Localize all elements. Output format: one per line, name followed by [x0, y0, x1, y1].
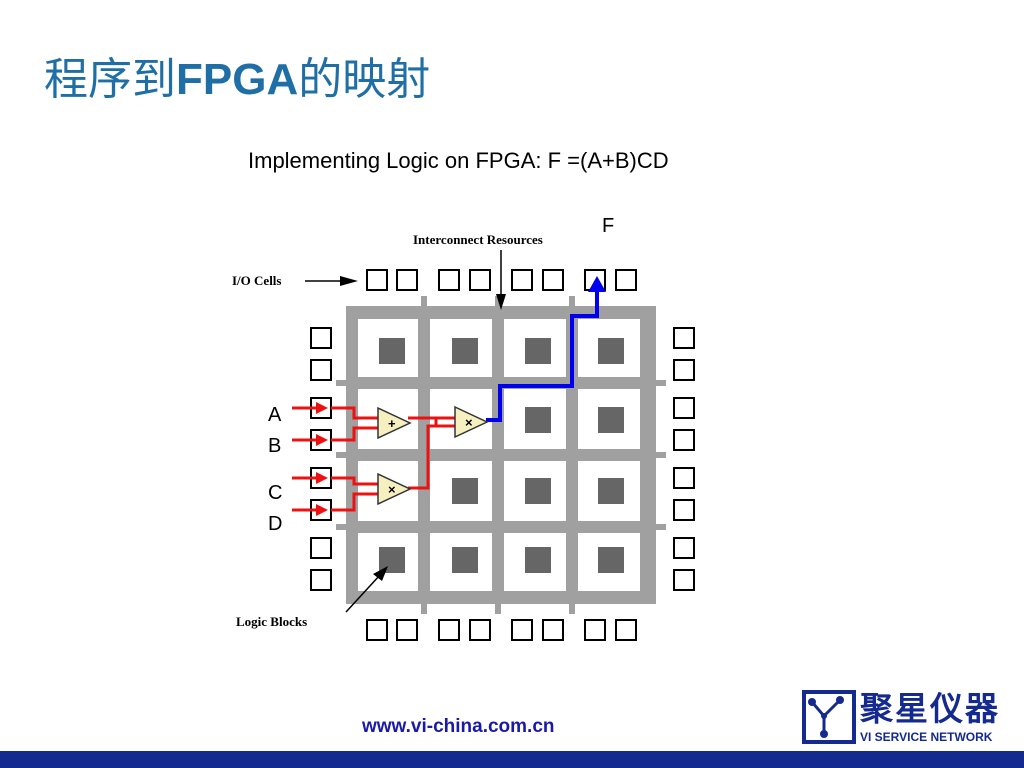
footer-url[interactable]: www.vi-china.com.cn	[362, 716, 555, 737]
logic-label-arrow-line	[345, 574, 381, 613]
input-label-a: A	[268, 404, 282, 426]
and-gate-2-symbol: ×	[465, 415, 473, 430]
input-arrow-head	[316, 504, 328, 516]
io-cell	[542, 269, 564, 291]
logic-block	[598, 547, 624, 573]
interconnect-arrow-head	[496, 294, 506, 310]
logic-blocks	[379, 338, 624, 573]
and-gate-1	[377, 472, 412, 506]
io-cell	[310, 327, 332, 349]
input-label-b: B	[268, 435, 281, 457]
slide-title: 程序到FPGA的映射	[44, 58, 430, 102]
logic-block	[525, 547, 551, 573]
route-d	[331, 492, 378, 512]
io-cell	[366, 269, 388, 291]
route-b	[331, 426, 378, 442]
logo-text-en: VI SERVICE NETWORK	[860, 730, 993, 744]
io-cell	[469, 619, 491, 641]
track-stub	[336, 524, 346, 530]
io-cell	[615, 269, 637, 291]
logic-block	[452, 547, 478, 573]
track-stub	[569, 296, 575, 306]
input-label-d: D	[268, 513, 282, 535]
track-stub	[336, 452, 346, 458]
input-label-c: C	[268, 482, 282, 504]
slide-subtitle: Implementing Logic on FPGA: F =(A+B)CD	[248, 148, 669, 173]
io-cell	[673, 327, 695, 349]
logic-block	[598, 478, 624, 504]
bottom-bar	[0, 751, 1024, 768]
or-gate	[377, 406, 412, 440]
logic-block	[525, 478, 551, 504]
io-cell	[310, 537, 332, 559]
io-cell	[438, 269, 460, 291]
logo-network-icon	[802, 690, 856, 744]
logic-block	[525, 407, 551, 433]
and-gate-1-symbol: ×	[388, 482, 396, 497]
logic-blocks-label: Logic Blocks	[236, 614, 307, 629]
io-cell	[511, 269, 533, 291]
io-cell	[673, 429, 695, 451]
output-arrow-head	[588, 276, 606, 292]
io-cell	[366, 619, 388, 641]
io-cell	[396, 269, 418, 291]
output-f-label: F	[602, 215, 614, 237]
io-cell	[584, 619, 606, 641]
io-cell	[673, 467, 695, 489]
io-cell	[469, 269, 491, 291]
logic-block	[598, 407, 624, 433]
io-cell	[673, 569, 695, 591]
track-stub	[421, 604, 427, 614]
input-arrow-head	[316, 402, 328, 414]
io-cell	[673, 359, 695, 381]
io-cell	[310, 569, 332, 591]
track-stub	[656, 524, 666, 530]
company-logo: 聚星仪器 VI SERVICE NETWORK	[802, 690, 1020, 746]
track-stub	[421, 296, 427, 306]
route-a	[331, 406, 378, 420]
input-arrow-head	[316, 434, 328, 446]
io-cell	[542, 619, 564, 641]
route-output	[486, 288, 599, 422]
track-stub	[569, 604, 575, 614]
io-cell	[511, 619, 533, 641]
or-gate-symbol: +	[388, 416, 396, 431]
logic-label-arrow-head	[373, 566, 388, 581]
logic-block	[598, 338, 624, 364]
io-cell	[310, 359, 332, 381]
and-gate-2	[454, 405, 489, 439]
io-cells-label: I/O Cells	[232, 273, 281, 288]
input-arrow-head	[316, 472, 328, 484]
route-c	[331, 476, 378, 486]
logic-block	[452, 478, 478, 504]
logic-block	[525, 338, 551, 364]
logic-gates: + × ×	[377, 405, 489, 506]
logic-block	[379, 338, 405, 364]
title-fpga: FPGA	[176, 55, 299, 104]
interconnect-label: Interconnect Resources	[413, 232, 543, 247]
io-cell	[396, 619, 418, 641]
title-cn-suffix: 的映射	[298, 55, 431, 104]
title-cn-prefix: 程序到	[44, 55, 176, 104]
io-cell	[615, 619, 637, 641]
io-cell	[673, 397, 695, 419]
track-stub	[656, 452, 666, 458]
track-stub	[495, 604, 501, 614]
routing-paths	[292, 276, 606, 516]
logic-block	[452, 338, 478, 364]
track-stub	[656, 380, 666, 386]
track-stub	[336, 380, 346, 386]
logo-text-cn: 聚星仪器	[860, 689, 1000, 728]
io-cell	[438, 619, 460, 641]
io-label-arrow-head	[340, 276, 358, 286]
route-and1-out	[408, 424, 455, 490]
track-stub	[495, 296, 501, 306]
io-cell	[673, 537, 695, 559]
io-cell	[673, 499, 695, 521]
